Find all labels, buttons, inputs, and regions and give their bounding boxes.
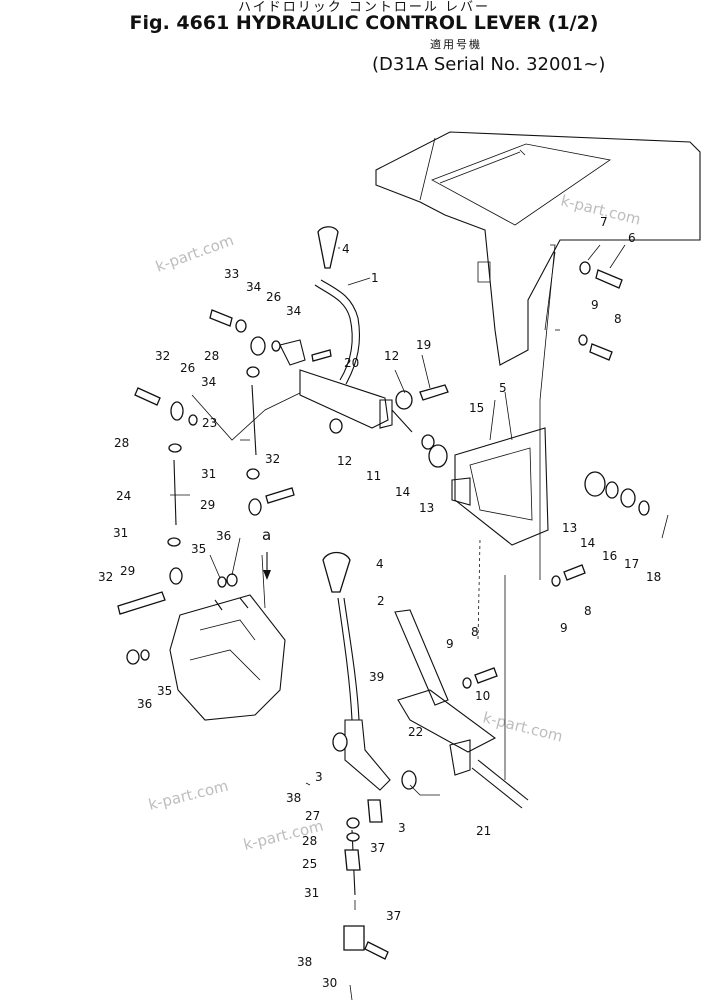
cab-cover-panel bbox=[375, 131, 701, 366]
callout-6: 6 bbox=[628, 231, 636, 245]
callout-25: 25 bbox=[302, 857, 317, 871]
control-valve-block bbox=[169, 594, 286, 721]
callout-28a: 28 bbox=[204, 349, 219, 363]
callout-26a: 26 bbox=[266, 290, 281, 304]
callout-37b: 37 bbox=[386, 909, 401, 923]
callout-26b: 26 bbox=[180, 361, 195, 375]
callout-8a: 8 bbox=[614, 312, 622, 326]
leader-lines bbox=[170, 244, 669, 1001]
callout-35b: 35 bbox=[157, 684, 172, 698]
callout-38b: 38 bbox=[297, 955, 312, 969]
callout-14b: 14 bbox=[580, 536, 595, 550]
callout-39: 39 bbox=[369, 670, 384, 684]
callout-1: 1 bbox=[371, 271, 379, 285]
callout-8c: 8 bbox=[471, 625, 479, 639]
callout-36b: 36 bbox=[137, 697, 152, 711]
callout-31c: 31 bbox=[304, 886, 319, 900]
callout-24: 24 bbox=[116, 489, 131, 503]
callout-12b: 12 bbox=[337, 454, 352, 468]
callout-33: 33 bbox=[224, 267, 239, 281]
callout-21: 21 bbox=[476, 824, 491, 838]
callout-9a: 9 bbox=[591, 298, 599, 312]
callout-2: 2 bbox=[377, 594, 385, 608]
callout-35a: 35 bbox=[191, 542, 206, 556]
callout-13a: 13 bbox=[419, 501, 434, 515]
callout-38a: 38 bbox=[286, 791, 301, 805]
callout-32b: 32 bbox=[265, 452, 280, 466]
view-label-a: a bbox=[262, 526, 271, 544]
lower-lever-assembly bbox=[322, 551, 391, 791]
callout-29a: 29 bbox=[200, 498, 215, 512]
bracket-plate bbox=[451, 427, 549, 546]
callout-3b: 3 bbox=[398, 821, 406, 835]
callout-5: 5 bbox=[499, 381, 507, 395]
callout-8b: 8 bbox=[584, 604, 592, 618]
callout-34b: 34 bbox=[286, 304, 301, 318]
callout-18: 18 bbox=[646, 570, 661, 584]
callout-11: 11 bbox=[366, 469, 381, 483]
callout-7: 7 bbox=[600, 215, 608, 229]
callout-30: 30 bbox=[322, 976, 337, 990]
callout-4a: 4 bbox=[342, 242, 350, 256]
small-hardware bbox=[117, 261, 650, 960]
callout-13b: 13 bbox=[562, 521, 577, 535]
callout-34c: 34 bbox=[201, 375, 216, 389]
callout-31b: 31 bbox=[113, 526, 128, 540]
serial-number: (D31A Serial No. 32001~) bbox=[372, 54, 606, 75]
watermark-3: k-part.com bbox=[481, 708, 565, 745]
upper-lever-assembly bbox=[279, 226, 413, 433]
serial-label-japanese: 適用号機 bbox=[430, 38, 482, 51]
callout-37a: 37 bbox=[370, 841, 385, 855]
callout-17: 17 bbox=[624, 557, 639, 571]
callout-9b: 9 bbox=[560, 621, 568, 635]
callout-15: 15 bbox=[469, 401, 484, 415]
callout-10: 10 bbox=[475, 689, 490, 703]
callout-23: 23 bbox=[202, 416, 217, 430]
callout-36a: 36 bbox=[216, 529, 231, 543]
callout-14a: 14 bbox=[395, 485, 410, 499]
callout-4b: 4 bbox=[376, 557, 384, 571]
callout-20: 20 bbox=[344, 356, 359, 370]
callout-3a: 3 bbox=[315, 770, 323, 784]
lower-bracket-and-plate bbox=[394, 609, 529, 809]
view-arrow-head bbox=[263, 570, 271, 580]
callout-labels: 1 2 3 3 4 4 5 6 7 8 8 8 9 9 9 10 11 12 1… bbox=[98, 215, 661, 990]
callout-9c: 9 bbox=[446, 637, 454, 651]
watermark-5: k-part.com bbox=[147, 777, 231, 814]
callout-29b: 29 bbox=[120, 564, 135, 578]
callout-22: 22 bbox=[408, 725, 423, 739]
callout-28b: 28 bbox=[114, 436, 129, 450]
callout-32c: 32 bbox=[98, 570, 113, 584]
callout-12a: 12 bbox=[384, 349, 399, 363]
figure-title: Fig. 4661 HYDRAULIC CONTROL LEVER (1/2) bbox=[129, 12, 599, 34]
callout-19: 19 bbox=[416, 338, 431, 352]
figure-title-japanese: ハイドロリック コントロール レバー bbox=[237, 0, 490, 15]
callout-27: 27 bbox=[305, 809, 320, 823]
callout-28c: 28 bbox=[302, 834, 317, 848]
callout-34a: 34 bbox=[246, 280, 261, 294]
callout-32a: 32 bbox=[155, 349, 170, 363]
callout-31a: 31 bbox=[201, 467, 216, 481]
callout-16: 16 bbox=[602, 549, 617, 563]
